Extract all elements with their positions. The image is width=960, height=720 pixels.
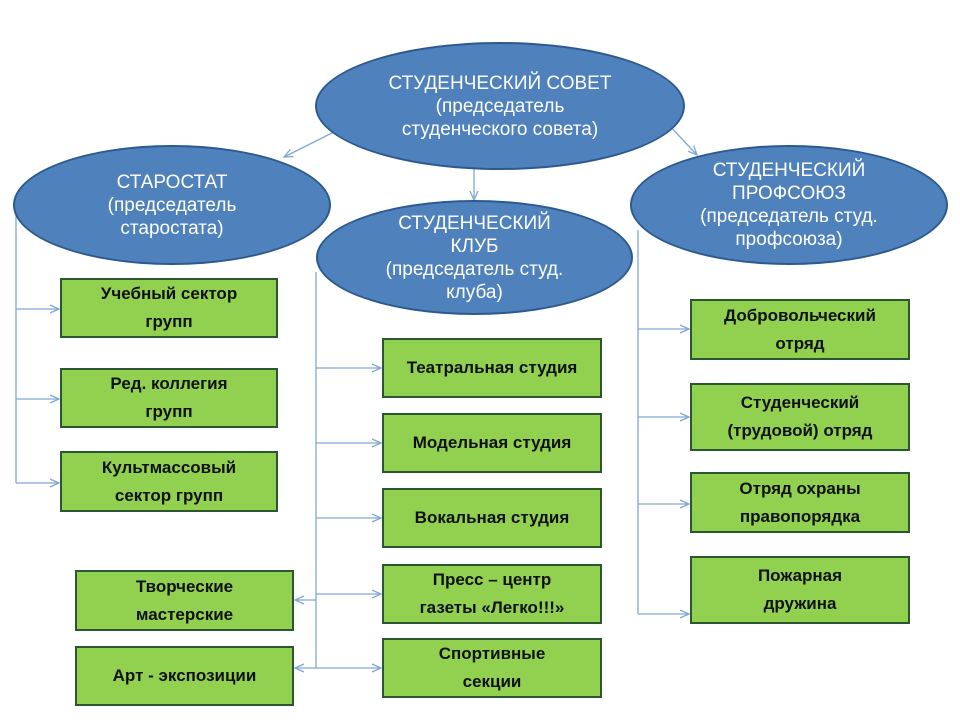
box-label: Спортивные bbox=[438, 644, 546, 663]
node-subtitle: студенческого совета) bbox=[401, 118, 599, 140]
press-center-box: Пресс – центр газеты «Легко!!!» bbox=[382, 564, 602, 624]
theatre-studio-box: Театральная студия bbox=[382, 338, 602, 398]
node-subtitle: (председатель bbox=[435, 95, 565, 117]
box-label: Арт - экспозиции bbox=[112, 666, 257, 685]
academic-sector-box: Учебный сектор групп bbox=[60, 278, 278, 338]
starostat-node: СТАРОСТАТ (председатель старостата) bbox=[13, 145, 331, 265]
box-label: мастерские bbox=[135, 604, 234, 624]
vocal-studio-box: Вокальная студия bbox=[382, 488, 602, 548]
node-title: СТАРОСТАТ bbox=[116, 171, 228, 193]
node-title: ПРОФСОЮЗ bbox=[732, 183, 846, 204]
box-label: (трудовой) отряд bbox=[727, 421, 873, 440]
node-title: СТУДЕНЧЕСКИЙ bbox=[712, 160, 866, 181]
node-title: КЛУБ bbox=[450, 235, 499, 257]
arrow-council-to-starostat bbox=[284, 129, 339, 157]
node-subtitle: (председатель студ. bbox=[385, 258, 564, 280]
box-label: Ред. коллегия bbox=[110, 374, 228, 393]
art-expositions-box: Арт - экспозиции bbox=[75, 646, 294, 706]
arrow-council-to-union bbox=[667, 123, 697, 155]
box-label: Театральная студия bbox=[406, 358, 578, 377]
box-label: групп bbox=[145, 402, 193, 421]
labor-unit-box: Студенческий (трудовой) отряд bbox=[690, 383, 910, 451]
model-studio-box: Модельная студия bbox=[382, 413, 602, 473]
box-label: правопорядка bbox=[739, 506, 861, 526]
fire-brigade-box: Пожарная дружина bbox=[690, 556, 910, 624]
node-subtitle: клуба) bbox=[446, 281, 503, 303]
editorial-board-box: Ред. коллегия групп bbox=[60, 368, 278, 428]
law-order-unit-box: Отряд охраны правопорядка bbox=[690, 472, 910, 533]
box-label: отряд bbox=[775, 333, 825, 353]
student-club-node: СТУДЕНЧЕСКИЙ КЛУБ (председатель студ. кл… bbox=[316, 200, 633, 315]
box-label: Творческие bbox=[135, 576, 234, 596]
student-union-node: СТУДЕНЧЕСКИЙ ПРОФСОЮЗ (председатель студ… bbox=[630, 145, 948, 265]
node-title: СТУДЕНЧЕСКИЙ bbox=[398, 212, 551, 234]
box-label: сектор групп bbox=[114, 485, 224, 505]
box-label: Культмассовый bbox=[101, 457, 237, 477]
box-label: Добровольческий bbox=[724, 305, 876, 325]
node-subtitle: (председатель bbox=[107, 194, 237, 216]
creative-workshops-box: Творческие мастерские bbox=[75, 570, 294, 631]
box-label: дружина bbox=[763, 594, 837, 613]
node-subtitle: старостата) bbox=[120, 217, 224, 239]
node-subtitle: (председатель студ. bbox=[700, 206, 878, 227]
cultural-sector-box: Культмассовый сектор групп bbox=[60, 451, 278, 512]
box-label: секции bbox=[462, 672, 522, 691]
box-label: групп bbox=[145, 312, 193, 331]
box-label: газеты «Легко!!!» bbox=[419, 598, 565, 617]
box-label: Пресс – центр bbox=[432, 570, 552, 589]
node-title: СТУДЕНЧЕСКИЙ СОВЕТ bbox=[388, 72, 612, 94]
volunteer-unit-box: Добровольческий отряд bbox=[690, 299, 910, 360]
box-label: Пожарная bbox=[757, 566, 843, 585]
box-label: Вокальная студия bbox=[414, 508, 570, 527]
box-label: Модельная студия bbox=[412, 433, 572, 452]
student-council-node: СТУДЕНЧЕСКИЙ СОВЕТ (председатель студенч… bbox=[315, 42, 685, 170]
box-label: Учебный сектор bbox=[100, 284, 238, 303]
node-subtitle: профсоюза) bbox=[735, 229, 843, 250]
sports-sections-box: Спортивные секции bbox=[382, 638, 602, 698]
box-label: Студенческий bbox=[740, 393, 860, 412]
box-label: Отряд охраны bbox=[739, 478, 861, 498]
